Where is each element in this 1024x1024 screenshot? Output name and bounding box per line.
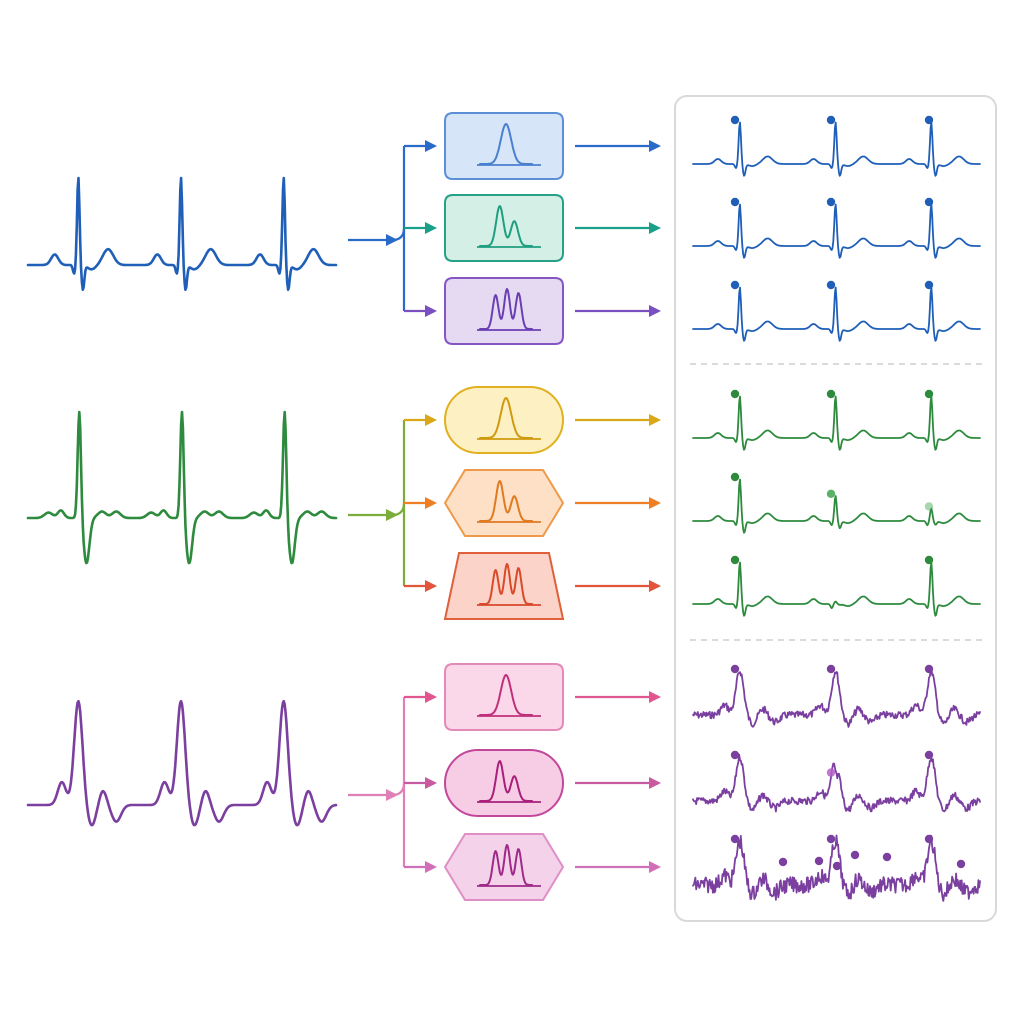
branch-arrow-head: [425, 140, 437, 152]
filter-kernel-glyph: [479, 397, 533, 439]
peak-marker: [826, 489, 836, 498]
peak-marker: [924, 115, 934, 125]
output-waveform: [692, 203, 981, 259]
filter-kernel-glyph: [479, 480, 533, 522]
output-arrow-head: [649, 222, 661, 234]
spurious-peak-marker: [814, 856, 824, 866]
branch-arrow-head: [425, 305, 437, 317]
output-arrow-head: [649, 580, 661, 592]
output-arrow-head: [649, 691, 661, 703]
output-arrow-head: [649, 497, 661, 509]
output-arrow-head: [649, 414, 661, 426]
branch-arrow-head: [425, 861, 437, 873]
spurious-peak-marker: [850, 850, 860, 860]
output-arrow-head: [649, 861, 661, 873]
spurious-peak-marker: [882, 852, 892, 862]
peak-marker: [924, 750, 934, 760]
peak-marker: [730, 197, 740, 207]
filter-box-pill: [444, 386, 564, 454]
output-waveform: [692, 834, 981, 902]
peak-marker: [826, 768, 836, 777]
spurious-peak-marker: [778, 857, 788, 867]
peak-marker: [826, 664, 836, 674]
branch-arrow-head: [425, 497, 437, 509]
peak-marker: [826, 115, 836, 125]
input-signal-waveform: [26, 410, 338, 565]
filter-kernel-glyph: [479, 844, 533, 886]
filter-kernel-glyph: [479, 674, 533, 716]
peak-marker: [826, 197, 836, 207]
peak-marker: [924, 280, 934, 290]
fork-curve: [391, 502, 406, 517]
peak-marker: [924, 664, 934, 674]
fork-curve: [391, 782, 406, 797]
output-waveform: [692, 667, 981, 728]
filter-kernel-glyph: [479, 760, 533, 802]
filter-box-rect: [444, 663, 564, 731]
peak-marker: [730, 834, 740, 844]
filter-kernel-glyph: [479, 563, 533, 605]
peak-marker: [730, 280, 740, 290]
peak-marker: [730, 472, 740, 482]
peak-marker: [924, 389, 934, 399]
output-arrow-head: [649, 140, 661, 152]
branch-arrow-head: [425, 691, 437, 703]
input-signal-waveform: [26, 176, 338, 291]
peak-marker: [826, 834, 836, 844]
output-waveform: [692, 395, 981, 451]
peak-marker: [730, 555, 740, 565]
peak-marker: [730, 115, 740, 125]
input-signal-waveform: [26, 699, 338, 827]
diagram-content: [26, 112, 981, 902]
fork-curve: [391, 227, 406, 242]
output-waveform: [692, 561, 981, 617]
peak-marker: [730, 750, 740, 760]
peak-marker: [730, 664, 740, 674]
results-panel: [674, 95, 997, 922]
branch-arrow-head: [425, 580, 437, 592]
filter-kernel-glyph: [479, 205, 533, 247]
branch-arrow-head: [425, 222, 437, 234]
output-waveform: [692, 121, 981, 177]
peak-marker: [924, 197, 934, 207]
peak-marker: [924, 502, 934, 511]
filter-box-rect: [444, 112, 564, 180]
peak-marker: [826, 280, 836, 290]
filter-kernel-glyph: [479, 288, 533, 330]
output-waveform: [692, 478, 981, 534]
output-waveform: [692, 286, 981, 342]
output-arrow-head: [649, 777, 661, 789]
branch-arrow-head: [425, 414, 437, 426]
branch-arrow-head: [425, 777, 437, 789]
filter-kernel-glyph: [479, 123, 533, 165]
spurious-peak-marker: [956, 859, 966, 869]
output-waveform: [692, 753, 981, 813]
peak-marker: [826, 389, 836, 399]
spurious-peak-marker: [832, 861, 842, 871]
output-arrow-head: [649, 305, 661, 317]
peak-marker: [924, 834, 934, 844]
peak-marker: [924, 555, 934, 565]
peak-marker: [730, 389, 740, 399]
